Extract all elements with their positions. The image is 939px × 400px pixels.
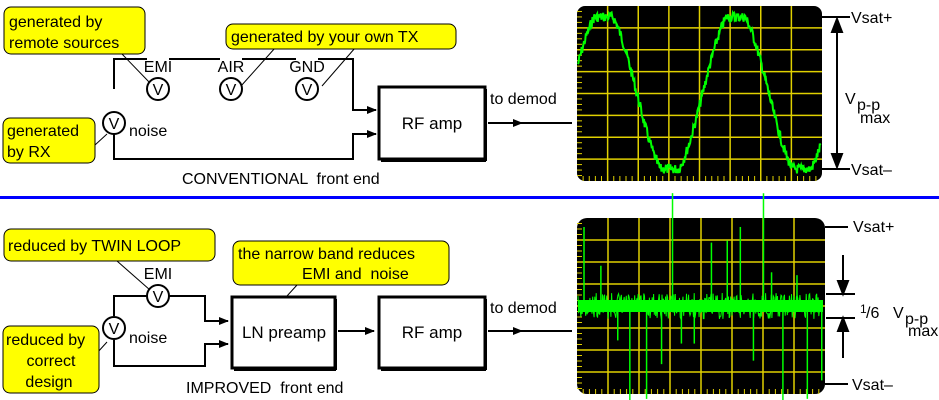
emi-label: EMI bbox=[144, 59, 172, 76]
emi-source: V EMI bbox=[144, 59, 172, 101]
emi-label: EMI bbox=[144, 266, 172, 283]
vpp-label: V bbox=[845, 91, 856, 108]
noise-label: noise bbox=[129, 330, 167, 347]
vpp-max-label: max bbox=[908, 323, 938, 340]
rf-amp-block: RF amp bbox=[377, 85, 487, 162]
callout-narrow-band: the narrow band reduces EMI and noise bbox=[232, 240, 450, 286]
conventional-callout-pointers bbox=[94, 47, 356, 146]
section-divider bbox=[0, 196, 939, 199]
improved-section: V EMI V noise LN preamp RF amp to demod … bbox=[2, 193, 938, 400]
source-symbol: V bbox=[109, 116, 120, 133]
gnd-source: V GND bbox=[289, 59, 325, 101]
air-source: V AIR bbox=[218, 59, 245, 101]
callout-line: reduced by bbox=[6, 332, 85, 349]
callout-line: generated bbox=[7, 123, 79, 140]
vsat-plus-label: Vsat+ bbox=[853, 219, 894, 236]
source-symbol: V bbox=[153, 289, 164, 306]
arrow-down-icon bbox=[836, 280, 850, 297]
fraction-numerator: 1 bbox=[860, 302, 867, 316]
fraction-denominator: /6 bbox=[866, 305, 879, 322]
to-demod-label: to demod bbox=[490, 300, 557, 317]
vpp-sub-label: p-p bbox=[857, 97, 880, 114]
callout-correct-design: reduced by correct design bbox=[2, 325, 100, 394]
vpp-label: V bbox=[893, 305, 904, 322]
emi-source: V EMI bbox=[144, 266, 172, 308]
callout-twin-loop: reduced by TWIN LOOP bbox=[3, 228, 216, 262]
to-demod-label: to demod bbox=[490, 91, 557, 108]
noise-source: V noise bbox=[102, 316, 167, 347]
callout-line: reduced by TWIN LOOP bbox=[8, 238, 181, 255]
improved-scale bbox=[825, 226, 855, 385]
vpp-sub-label: p-p bbox=[905, 311, 928, 328]
source-symbol: V bbox=[153, 82, 164, 99]
callout-remote-sources: generated by remote sources bbox=[3, 6, 146, 55]
arrow-up-icon bbox=[836, 315, 850, 332]
callout-line: the narrow band reduces bbox=[238, 246, 415, 263]
scope-trace-noise-band bbox=[577, 291, 823, 321]
gnd-label: GND bbox=[289, 59, 325, 76]
conventional-caption: CONVENTIONAL front end bbox=[182, 171, 380, 188]
source-symbol: V bbox=[109, 321, 120, 338]
callout-own-tx: generated by your own TX bbox=[225, 23, 457, 50]
callout-line: generated by your own TX bbox=[231, 29, 419, 46]
source-symbol: V bbox=[302, 82, 313, 99]
source-symbol: V bbox=[226, 82, 237, 99]
callout-line: by RX bbox=[7, 144, 51, 161]
callout-line: remote sources bbox=[9, 35, 119, 52]
scope-improved bbox=[577, 193, 825, 400]
callout-rx: generated by RX bbox=[2, 117, 96, 164]
vsat-minus-label: Vsat– bbox=[852, 377, 893, 394]
vsat-minus-label: Vsat– bbox=[851, 162, 892, 179]
callout-line: generated by bbox=[9, 14, 102, 31]
scope-conventional bbox=[577, 6, 822, 181]
ln-preamp-label: LN preamp bbox=[242, 323, 326, 342]
rf-amp-label: RF amp bbox=[402, 114, 462, 133]
improved-caption: IMPROVED front end bbox=[186, 380, 343, 397]
scope-trace-sine bbox=[577, 9, 822, 174]
ln-preamp-block: LN preamp bbox=[230, 295, 337, 371]
callout-line: EMI and noise bbox=[302, 266, 409, 283]
callout-line: correct bbox=[27, 353, 76, 370]
improved-wiring bbox=[113, 295, 572, 367]
vsat-plus-label: Vsat+ bbox=[851, 10, 892, 27]
arrow-up-icon bbox=[830, 16, 844, 33]
conventional-wiring bbox=[113, 58, 572, 160]
conventional-scale bbox=[822, 16, 850, 170]
noise-label: noise bbox=[129, 123, 167, 140]
air-label: AIR bbox=[218, 59, 245, 76]
vpp-max-label: max bbox=[860, 110, 890, 127]
rf-amp-label: RF amp bbox=[402, 323, 462, 342]
callout-line: design bbox=[25, 374, 72, 391]
arrow-down-icon bbox=[830, 153, 844, 170]
rf-amp-block: RF amp bbox=[377, 295, 487, 371]
conventional-section: V EMI V AIR V GND V noise RF amp to demo… bbox=[2, 6, 892, 188]
noise-source: V noise bbox=[102, 111, 167, 140]
